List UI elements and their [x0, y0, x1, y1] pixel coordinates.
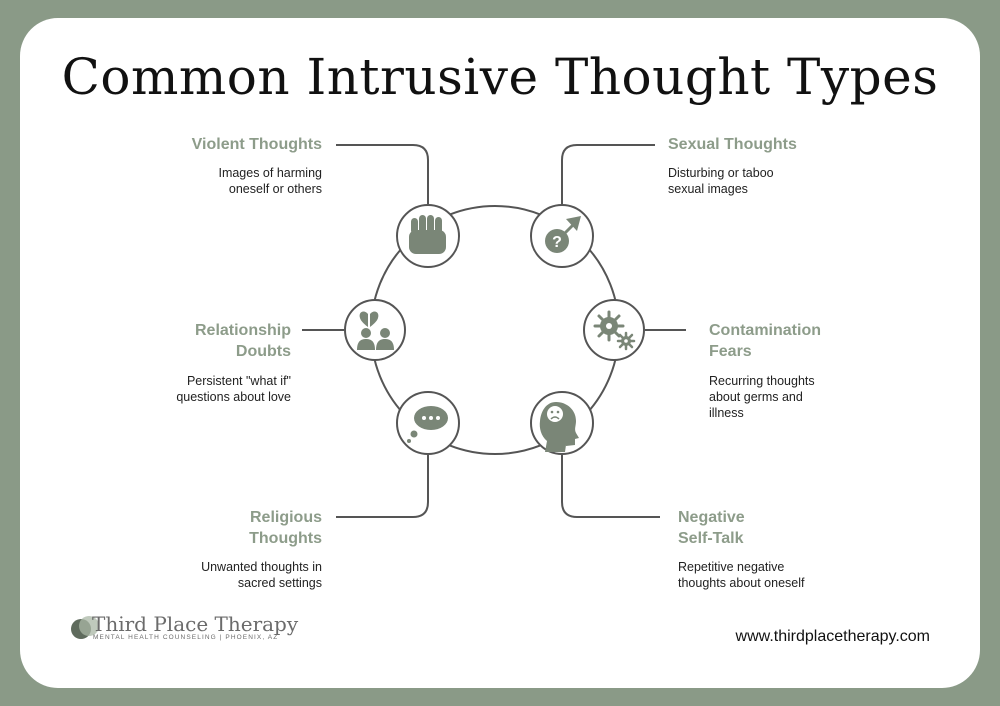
logo-tagline: MENTAL HEALTH COUNSELING | PHOENIX, AZ	[93, 634, 279, 641]
label-violent-thoughts: Violent Thoughts	[191, 136, 322, 153]
node-relationship	[344, 299, 406, 361]
svg-text:?: ?	[552, 234, 562, 251]
logo-mark-icon	[71, 616, 99, 639]
desc-relationship-doubts: Persistent "what if"questions about love	[176, 374, 291, 404]
node-sexual: ?	[530, 204, 594, 268]
website-link[interactable]: www.thirdplacetherapy.com	[735, 628, 930, 645]
connector-religious	[336, 455, 429, 518]
connector-violent	[336, 144, 429, 204]
node-violent	[396, 204, 460, 268]
speech-bubble-icon	[407, 406, 448, 443]
connector-negative	[561, 455, 660, 518]
connector-sexual	[561, 144, 655, 204]
question-mars-symbol-icon: ?	[545, 216, 581, 253]
node-negative	[530, 391, 594, 455]
logo-name: Third Place Therapy	[92, 612, 299, 636]
label-sexual-thoughts: Sexual Thoughts	[668, 136, 797, 153]
card	[20, 18, 980, 688]
raised-fist-icon	[409, 215, 446, 254]
node-religious	[396, 391, 460, 455]
germs-icon	[593, 310, 636, 351]
node-contamination	[583, 299, 645, 361]
broken-heart-couple-icon	[357, 311, 394, 350]
page-title: Common Intrusive Thought Types	[61, 48, 939, 106]
sad-head-icon	[539, 402, 579, 452]
